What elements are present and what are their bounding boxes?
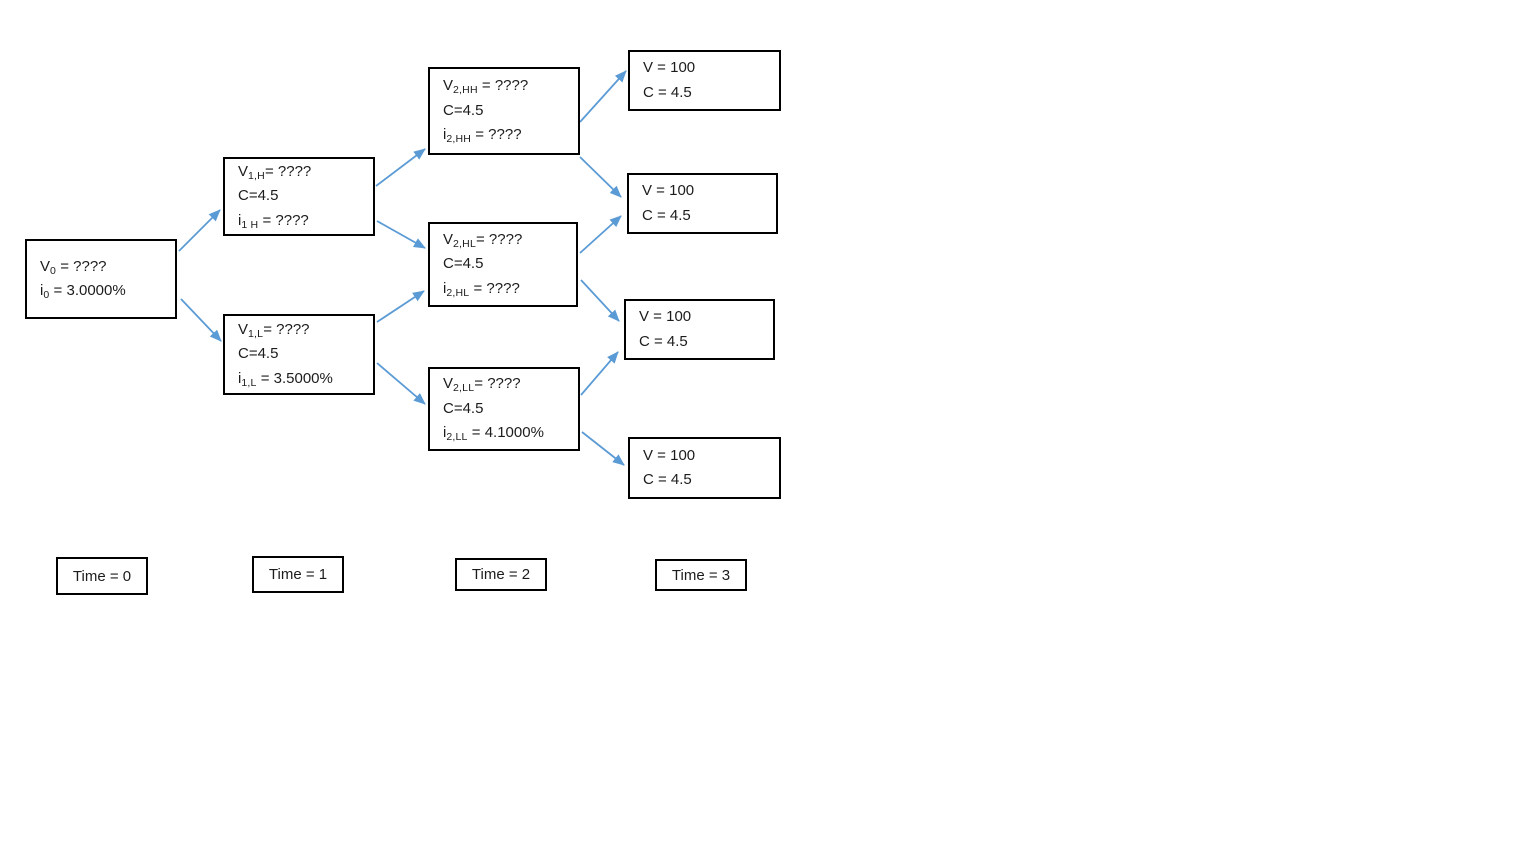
tree-node-v2ll: V2,LL= ???? C=4.5 i2,LL = 4.1000% bbox=[428, 367, 580, 451]
branch-arrow-v1h-to-v2hh bbox=[375, 148, 426, 187]
node-text-line: V = 100 bbox=[639, 308, 692, 325]
tree-node-m3: V = 100 C = 4.5 bbox=[624, 299, 775, 360]
branch-arrow-v2hl-to-m3 bbox=[580, 279, 620, 322]
branch-arrow-v2ll-to-m4 bbox=[581, 431, 625, 466]
node-text-line: V1,H= ???? bbox=[238, 162, 312, 182]
node-text-line: V2,HH = ???? bbox=[443, 77, 529, 97]
node-text-line: i2,HL = ???? bbox=[443, 279, 520, 299]
tree-node-v2hl: V2,HL= ???? C=4.5 i2,HL = ???? bbox=[428, 222, 578, 307]
node-text-line: C=4.5 bbox=[238, 345, 279, 363]
node-text-line: C=4.5 bbox=[443, 399, 484, 417]
tree-node-m1: V = 100 C = 4.5 bbox=[628, 50, 781, 111]
node-text-line: C=4.5 bbox=[443, 255, 484, 273]
tree-node-v1l: V1,L= ???? C=4.5 i1,L = 3.5000% bbox=[223, 314, 375, 395]
branch-arrow-v2hl-to-m2 bbox=[579, 215, 622, 254]
branch-arrow-v2hh-to-m2 bbox=[579, 156, 622, 198]
node-text-line: V = 100 bbox=[642, 182, 695, 199]
branch-arrow-v2ll-to-m3 bbox=[580, 351, 619, 396]
node-text-line: V1,L= ???? bbox=[238, 320, 310, 340]
node-text-line: V = 100 bbox=[643, 446, 696, 464]
time-label-0: Time = 0 bbox=[56, 557, 148, 595]
node-text-line: i2,LL = 4.1000% bbox=[443, 424, 544, 444]
branch-arrow-v1l-to-v2hl bbox=[376, 290, 425, 323]
time-label-2: Time = 2 bbox=[455, 558, 547, 591]
node-text-line: i1,L = 3.5000% bbox=[238, 369, 333, 389]
time-label-1: Time = 1 bbox=[252, 556, 344, 593]
node-text-line: i0 = 3.0000% bbox=[40, 282, 126, 301]
node-text-line: V0 = ???? bbox=[40, 257, 107, 277]
node-text-line: C = 4.5 bbox=[642, 206, 691, 224]
node-text-line: i2,HH = ???? bbox=[443, 126, 522, 146]
branch-arrow-v1l-to-v2ll bbox=[376, 362, 426, 405]
node-text-line: C = 4.5 bbox=[643, 83, 692, 101]
node-text-line: C=4.5 bbox=[443, 101, 484, 119]
time-label-3: Time = 3 bbox=[655, 559, 747, 591]
tree-node-m2: V = 100 C = 4.5 bbox=[627, 173, 778, 234]
branch-arrow-v0-to-v1l bbox=[180, 298, 222, 342]
node-text-line: V2,LL= ???? bbox=[443, 375, 521, 395]
node-text-line: V2,HL= ???? bbox=[443, 230, 523, 250]
branch-arrow-v0-to-v1h bbox=[178, 209, 221, 252]
branch-arrow-v1h-to-v2hl bbox=[376, 220, 426, 249]
tree-node-v2hh: V2,HH = ???? C=4.5 i2,HH = ???? bbox=[428, 67, 580, 155]
node-text-line: C=4.5 bbox=[238, 187, 279, 205]
tree-node-v1h: V1,H= ???? C=4.5 i1 H = ???? bbox=[223, 157, 375, 236]
node-text-line: C = 4.5 bbox=[643, 471, 692, 488]
tree-node-v0: V0 = ???? i0 = 3.0000% bbox=[25, 239, 177, 319]
branch-arrow-v2hh-to-m1 bbox=[579, 70, 627, 123]
node-text-line: i1 H = ???? bbox=[238, 211, 309, 231]
node-text-line: V = 100 bbox=[643, 59, 696, 76]
tree-node-m4: V = 100 C = 4.5 bbox=[628, 437, 781, 499]
node-text-line: C = 4.5 bbox=[639, 332, 688, 350]
